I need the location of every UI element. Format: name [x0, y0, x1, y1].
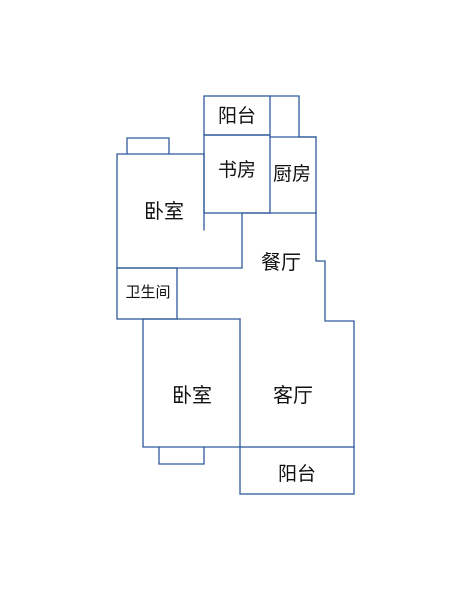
room-label-balcony-top: 阳台	[218, 105, 256, 127]
wall-kitchen	[269, 136, 317, 214]
room-label-living: 客厅	[273, 383, 313, 407]
room-label-balcony-bottom: 阳台	[278, 463, 316, 485]
room-label-bedroom-bottom: 卧室	[172, 383, 212, 407]
wall-balcony-bottom	[239, 446, 355, 495]
wall-bedroom-top	[116, 153, 271, 269]
wall-bedroom-bottom	[142, 318, 241, 448]
wall-kitchen-upper	[269, 95, 317, 138]
room-label-dining: 餐厅	[261, 250, 301, 274]
room-label-study: 书房	[218, 159, 256, 181]
wall-east	[315, 212, 355, 448]
room-labels: 阳台 书房 厨房 卧室 餐厅 卫生间 卧室 客厅 阳台	[125, 105, 316, 485]
window-bump-bedroom-bottom	[158, 446, 205, 465]
room-label-kitchen: 厨房	[273, 163, 311, 185]
walls	[116, 95, 355, 495]
room-label-bathroom: 卫生间	[125, 283, 170, 301]
window-bump-bedroom-top	[126, 137, 170, 155]
room-label-bedroom-top: 卧室	[144, 199, 184, 223]
